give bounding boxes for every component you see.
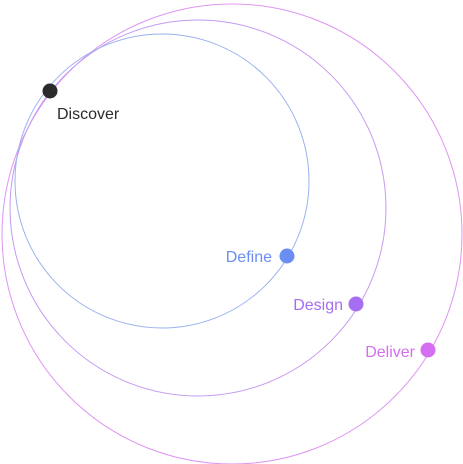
design-dot — [348, 296, 364, 312]
discover-label: Discover — [57, 106, 120, 123]
define-label: Define — [226, 249, 272, 266]
define-dot — [279, 248, 295, 264]
ring-design — [9, 19, 387, 397]
deliver-label: Deliver — [365, 344, 415, 361]
deliver-dot — [420, 342, 436, 358]
ring-deliver — [1, 3, 463, 464]
design-label: Design — [293, 297, 343, 314]
stage-deliver: Deliver — [365, 342, 436, 361]
stage-discover: Discover — [42, 83, 120, 123]
stage-design: Design — [293, 296, 364, 314]
ring-define — [14, 33, 310, 329]
discover-dot — [42, 83, 58, 99]
stage-define: Define — [226, 248, 295, 266]
